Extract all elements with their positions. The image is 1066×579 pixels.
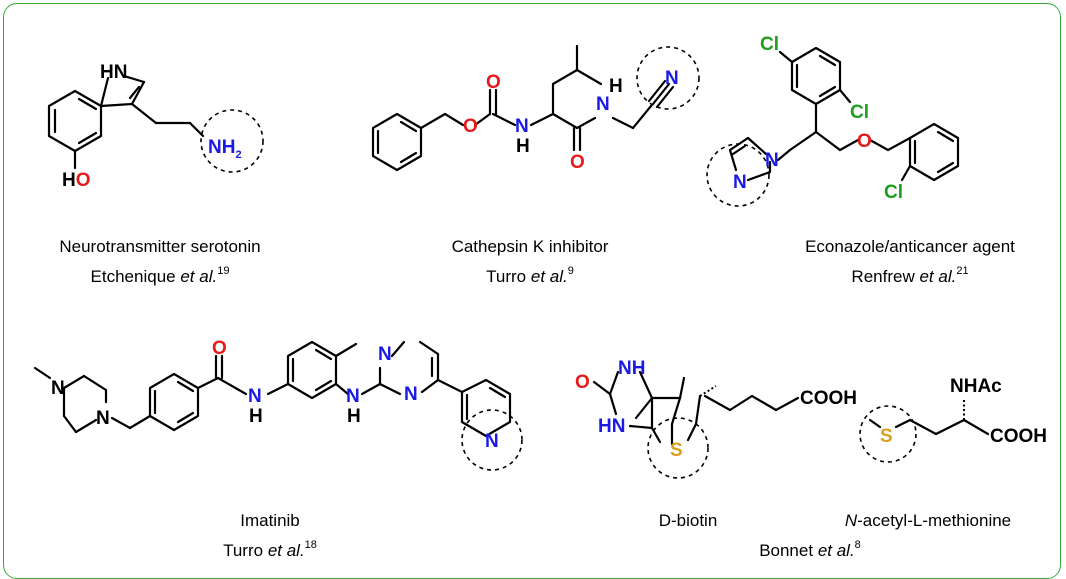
biotin-caption: D-biotin <box>659 511 718 530</box>
biotin-sulfur-highlight-circle <box>647 417 709 479</box>
carbamate-hydrogen: H <box>516 136 530 157</box>
methionine-sulfur: S <box>880 426 893 447</box>
amide-hydrogen: H <box>609 76 623 97</box>
serotonin-citation: Etchenique et al.19 <box>91 265 230 286</box>
cathepsin-caption: Cathepsin K inhibitor <box>452 237 609 256</box>
biotin-structure: O NH HN S COOH <box>575 358 857 479</box>
econazole-structure: Cl Cl Cl O N N <box>706 34 960 207</box>
serotonin-caption: Neurotransmitter serotonin <box>59 237 260 256</box>
chlorine-benzyl: Cl <box>884 182 903 203</box>
pyrimidine-n1: N <box>378 344 392 365</box>
biotin-carboxylic-acid: COOH <box>800 388 857 409</box>
serotonin-nh-ring: HN <box>100 62 127 83</box>
econazole-caption: Econazole/anticancer agent <box>805 237 1015 256</box>
carbamate-oxygen: O <box>486 72 501 93</box>
methionine-sulfur-highlight-circle <box>859 405 917 463</box>
econazole-citation: Renfrew et al.21 <box>851 265 968 286</box>
imatinib-amide-nitrogen: N <box>248 386 262 407</box>
methionine-acetamido: NHAc <box>950 376 1002 397</box>
ester-oxygen: O <box>463 116 478 137</box>
chlorine-ortho: Cl <box>850 102 869 123</box>
cathepsin-inhibitor-structure: O O O N H N H N <box>371 44 700 173</box>
imatinib-citation: Turro et al.18 <box>223 539 317 560</box>
serotonin-amine: NH2 <box>208 137 242 161</box>
pyridine-highlight-circle <box>461 409 523 471</box>
imatinib-amide-hydrogen: H <box>249 406 263 427</box>
amide-oxygen: O <box>570 152 585 173</box>
imidazole-highlight-circle <box>706 143 770 207</box>
cathepsin-citation: Turro et al.9 <box>486 265 574 286</box>
biotin-hn-bottom: HN <box>598 416 625 437</box>
chlorine-para: Cl <box>760 34 779 55</box>
imatinib-linker-nitrogen: N <box>346 386 360 407</box>
acetylmethionine-structure: S NHAc COOH <box>859 376 1047 463</box>
biotin-sulfur: S <box>670 440 683 461</box>
acetylmethionine-caption: N-acetyl-L-methionine <box>845 511 1011 530</box>
imatinib-structure: N N O N H N H N N N <box>33 338 523 471</box>
piperazine-n-benzyl: N <box>96 408 110 429</box>
amine-highlight-circle <box>200 109 264 173</box>
imatinib-caption: Imatinib <box>240 511 300 530</box>
ether-oxygen: O <box>857 131 872 152</box>
biotin-nh-top: NH <box>618 358 645 379</box>
methionine-carboxylic-acid: COOH <box>990 426 1047 447</box>
serotonin-hydroxyl: HO <box>62 170 91 191</box>
nitrile-highlight-circle <box>636 46 700 110</box>
pyrimidine-n3: N <box>404 384 418 405</box>
piperazine-n-methyl: N <box>51 378 65 399</box>
nitrile-nitrogen: N <box>665 68 679 89</box>
imatinib-amide-oxygen: O <box>212 338 227 359</box>
serotonin-structure: HN NH2 HO <box>47 62 264 191</box>
pyridine-nitrogen: N <box>485 431 499 452</box>
imatinib-linker-hydrogen: H <box>347 406 361 427</box>
carbamate-nitrogen: N <box>515 116 529 137</box>
imidazole-n1: N <box>765 150 779 171</box>
amide-nitrogen: N <box>596 94 610 115</box>
biotin-urea-oxygen: O <box>575 372 590 393</box>
bonnet-citation: Bonnet et al.8 <box>759 539 861 560</box>
imidazole-n3: N <box>733 172 747 193</box>
